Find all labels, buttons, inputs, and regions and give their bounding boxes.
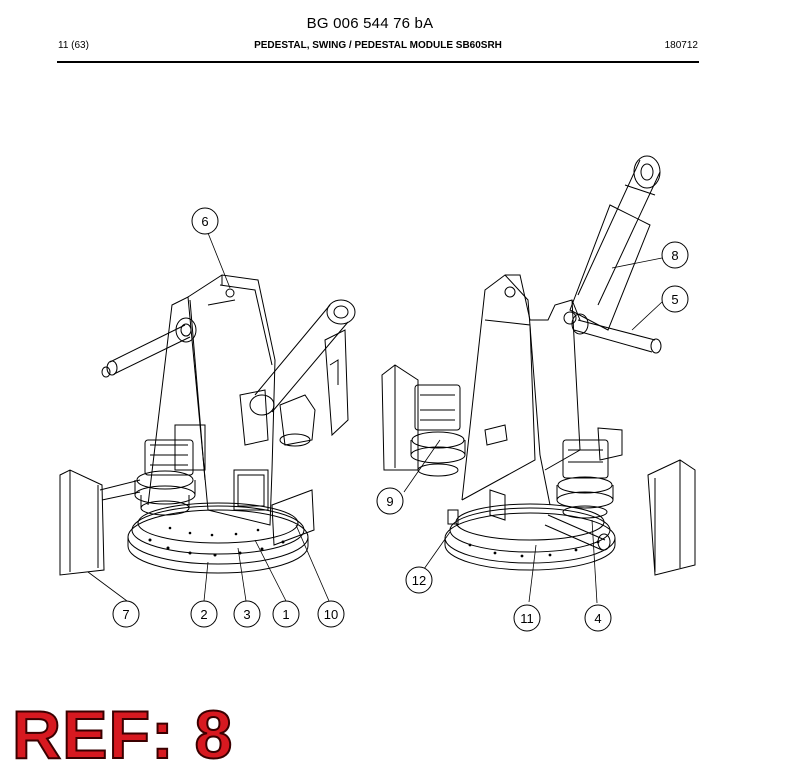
document-date: 180712 [664, 40, 698, 51]
left-guard-cover [59, 469, 105, 576]
callout-2: 2 [200, 607, 207, 622]
callout-12: 12 [412, 573, 426, 588]
left-slewing-ring [127, 502, 309, 574]
right-pedestal-assembly [381, 155, 696, 576]
right-slewing-ring [444, 503, 616, 571]
right-hydraulic-cylinder [569, 155, 661, 331]
callout-3: 3 [243, 607, 250, 622]
callout-circle-1 [272, 600, 300, 628]
right-rear-guard-cover [381, 364, 419, 471]
callout-11: 11 [520, 611, 534, 626]
left-pedestal-assembly [59, 274, 356, 576]
right-front-guard-cover [647, 459, 696, 576]
callout-circle-6 [191, 207, 219, 235]
header-rule [57, 61, 699, 63]
callout-circle-11 [513, 604, 541, 632]
callout-6: 6 [201, 214, 208, 229]
callout-circle-3 [233, 600, 261, 628]
right-pivot-shaft [571, 313, 662, 354]
document-title: PEDESTAL, SWING / PEDESTAL MODULE SB60SR… [254, 40, 502, 51]
document-header: PEDESTAL, SWING / PEDESTAL MODULE SB60SR… [58, 40, 698, 56]
left-swing-motor [99, 439, 196, 516]
document-number: BG 006 544 76 bA [306, 15, 434, 32]
right-swing-motor-rear [410, 384, 466, 477]
callout-leaders [87, 232, 663, 604]
callout-circle-2 [190, 600, 218, 628]
callout-5: 5 [671, 292, 678, 307]
callout-circle-7 [112, 600, 140, 628]
page-count: 11 (63) [58, 40, 89, 51]
callout-numbers: 1 2 3 4 5 6 7 8 9 10 11 12 [122, 214, 678, 626]
left-pedestal-body [147, 274, 276, 526]
callout-circle-12 [405, 566, 433, 594]
callout-circle-9 [376, 487, 404, 515]
callout-circle-5 [661, 285, 689, 313]
left-pivot-shaft [101, 317, 197, 378]
callout-10: 10 [324, 607, 338, 622]
callout-circle-10 [317, 600, 345, 628]
left-hydraulic-cylinder [249, 299, 356, 437]
reference-label: REF: 8 [11, 696, 234, 774]
callout-8: 8 [671, 248, 678, 263]
right-pedestal-body [461, 274, 581, 521]
left-junction-box [271, 489, 315, 546]
right-swing-motor-front [544, 427, 623, 551]
callout-circle-8 [661, 241, 689, 269]
callout-bubbles [112, 207, 689, 632]
callout-circle-4 [584, 604, 612, 632]
left-rear-motor [279, 394, 316, 447]
callout-1: 1 [282, 607, 289, 622]
callout-4: 4 [594, 611, 601, 626]
callout-9: 9 [386, 494, 393, 509]
callout-7: 7 [122, 607, 129, 622]
